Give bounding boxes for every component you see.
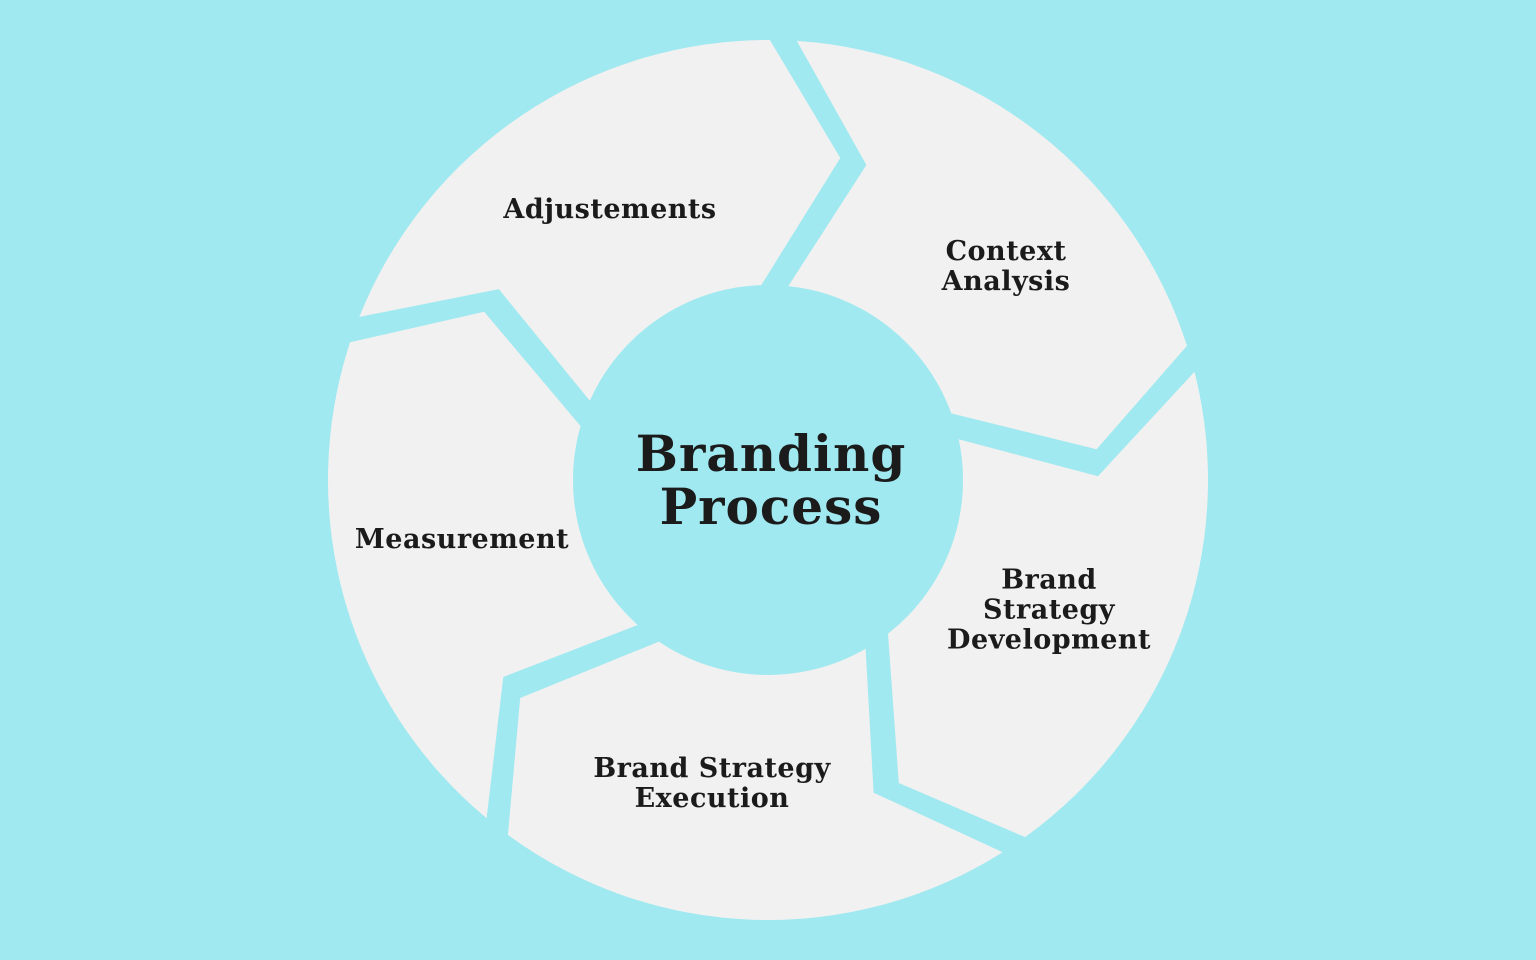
segment-label-context-analysis: Context Analysis	[941, 235, 1071, 297]
segment-brand-strategy-execution	[507, 641, 1003, 921]
segment-adjustements	[359, 39, 841, 401]
segment-label-measurement: Measurement	[354, 523, 570, 555]
diagram-title: Branding Process	[635, 424, 907, 536]
segment-label-brand-strategy-execution: Brand Strategy Execution	[593, 752, 831, 814]
segment-context-analysis	[788, 40, 1187, 450]
segment-label-adjustements: Adjustements	[503, 193, 717, 225]
segment-measurement	[327, 311, 638, 819]
segment-brand-strategy-development	[888, 371, 1209, 838]
segment-label-brand-strategy-development: Brand Strategy Development	[947, 564, 1151, 657]
